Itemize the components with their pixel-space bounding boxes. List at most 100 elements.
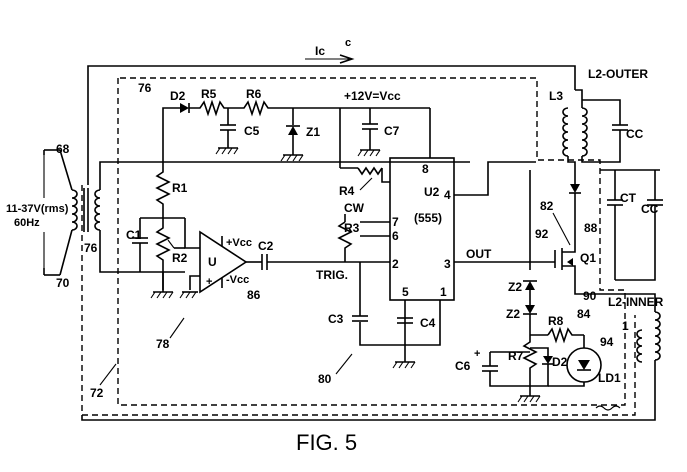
resistor-r8 bbox=[548, 329, 584, 341]
resistor-r5 bbox=[189, 102, 238, 114]
secondary-coil bbox=[95, 190, 100, 230]
ic-loop-wire bbox=[88, 66, 575, 185]
label-l2-inner: L2-INNER bbox=[608, 295, 664, 309]
label-plus-vcc: +Vcc bbox=[226, 237, 252, 249]
dashed-enclosure bbox=[118, 78, 625, 405]
label-cw: CW bbox=[344, 201, 365, 215]
label-c7: C7 bbox=[384, 124, 400, 138]
r4-wiper-arrow bbox=[360, 178, 372, 190]
zener-z2-top bbox=[525, 281, 535, 290]
label-c2: C2 bbox=[258, 239, 274, 253]
label-c1: C1 bbox=[126, 228, 142, 242]
label-r5: R5 bbox=[201, 87, 217, 101]
label-d2-lower: D2 bbox=[552, 355, 568, 369]
d2-lower-feed bbox=[530, 348, 548, 356]
label-c5: C5 bbox=[244, 124, 260, 138]
resistor-r7 bbox=[524, 335, 536, 386]
label-u2: U2 bbox=[424, 185, 440, 199]
ground-symbol bbox=[281, 155, 303, 161]
zener-z1 bbox=[288, 126, 298, 135]
ground-symbol bbox=[216, 148, 238, 154]
label-c6: C6 bbox=[455, 359, 471, 373]
primary-top-wire bbox=[60, 150, 72, 190]
dashed-enclosure-outer bbox=[82, 185, 635, 415]
coil-l2-inner-lower bbox=[637, 330, 642, 362]
r2-wiper bbox=[168, 240, 174, 248]
ref-72-leader bbox=[100, 364, 116, 385]
label-minus-vcc: -Vcc bbox=[226, 274, 249, 286]
resistor-r4 bbox=[358, 168, 382, 174]
ref-80: 80 bbox=[318, 372, 332, 386]
primary-bottom-wire bbox=[60, 230, 72, 275]
pin4-wire bbox=[454, 162, 536, 195]
ground-symbol bbox=[358, 150, 380, 156]
ic-label: Ic bbox=[315, 44, 325, 58]
ref-92: 92 bbox=[535, 227, 549, 241]
l2-top-wire bbox=[575, 90, 582, 108]
pin-1: 1 bbox=[440, 285, 447, 299]
pin-4: 4 bbox=[444, 188, 451, 202]
ref-68: 68 bbox=[56, 142, 70, 156]
led-ld1 bbox=[578, 360, 590, 370]
label-r2: R2 bbox=[172, 251, 188, 265]
ic-superscript: c bbox=[345, 37, 351, 49]
rail-bottom-secondary bbox=[100, 230, 120, 272]
pin-7: 7 bbox=[392, 215, 399, 229]
label-ld1: LD1 bbox=[598, 371, 621, 385]
ref-76-transformer: 76 bbox=[84, 241, 98, 255]
opamp-input-plus bbox=[190, 276, 200, 290]
rail-top-secondary bbox=[100, 162, 470, 190]
ref-80-leader bbox=[336, 354, 352, 374]
ground-symbol bbox=[180, 292, 198, 298]
label-trig: TRIG. bbox=[316, 268, 348, 282]
source-voltage: 11-37V(rms) bbox=[6, 203, 69, 215]
ground-symbol bbox=[151, 292, 173, 298]
figure-caption: FIG. 5 bbox=[296, 430, 357, 455]
label-c3: C3 bbox=[328, 312, 344, 326]
label-r7: R7 bbox=[508, 349, 524, 363]
ref-76-top: 76 bbox=[138, 81, 152, 95]
q1-drain bbox=[562, 228, 575, 252]
label-u: U bbox=[208, 255, 217, 269]
label-z1: Z1 bbox=[306, 125, 320, 139]
cc-right-lead2 bbox=[615, 205, 655, 280]
coil-l2-outer bbox=[582, 108, 587, 156]
label-c4: C4 bbox=[420, 316, 436, 330]
label-out: OUT bbox=[466, 247, 492, 261]
ref-72: 72 bbox=[90, 386, 104, 400]
c6-bottom bbox=[490, 371, 530, 386]
label-ct: CT bbox=[620, 191, 637, 205]
ground-symbol bbox=[393, 362, 415, 368]
d2-lower-out bbox=[530, 364, 548, 386]
l2-inner-return bbox=[82, 360, 655, 420]
label-r6: R6 bbox=[246, 87, 262, 101]
pin-5: 5 bbox=[402, 285, 409, 299]
ref-86: 86 bbox=[247, 288, 261, 302]
pin-8: 8 bbox=[422, 162, 429, 176]
pin-2: 2 bbox=[392, 257, 399, 271]
diode-d2-top bbox=[180, 103, 189, 113]
timer-u2 bbox=[390, 158, 454, 300]
ref-70: 70 bbox=[56, 276, 70, 290]
label-r8: R8 bbox=[548, 314, 564, 328]
opamp-plus-sign: + bbox=[206, 276, 212, 288]
ref-82: 82 bbox=[540, 199, 554, 213]
ref-82-leader bbox=[553, 213, 570, 245]
label-r4: R4 bbox=[339, 184, 355, 198]
ref-78: 78 bbox=[156, 337, 170, 351]
ld1-light-wave bbox=[596, 406, 620, 410]
label-l2-outer: L2-OUTER bbox=[588, 67, 648, 81]
opamp-input-minus bbox=[185, 218, 200, 248]
label-d2-top: D2 bbox=[170, 89, 186, 103]
label-555: (555) bbox=[414, 211, 442, 225]
coil-l2-inner bbox=[655, 312, 660, 360]
ref-94: 94 bbox=[600, 335, 614, 349]
d2-feed bbox=[163, 108, 180, 162]
r4-right bbox=[382, 168, 390, 182]
pin-3: 3 bbox=[444, 257, 451, 271]
label-z2-top: Z2 bbox=[508, 280, 522, 294]
label-r3: R3 bbox=[344, 221, 360, 235]
pin-6: 6 bbox=[392, 229, 399, 243]
ref-84: 84 bbox=[577, 307, 591, 321]
